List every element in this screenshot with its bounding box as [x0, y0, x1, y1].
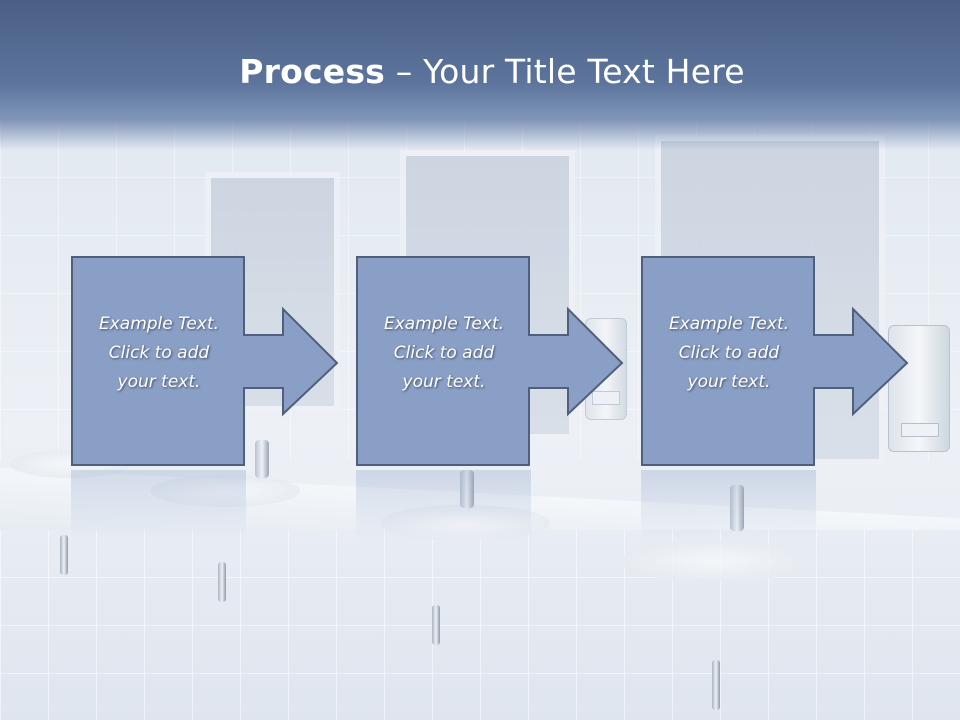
faucet	[460, 470, 474, 508]
title-rest: – Your Title Text Here	[385, 52, 745, 91]
right-arrow-icon	[71, 256, 339, 466]
step-text-line: your text.	[117, 372, 201, 392]
step-text: Example Text. Click to add your text.	[649, 310, 809, 397]
process-step-1[interactable]: Example Text. Click to add your text.	[71, 256, 341, 467]
drain-pipe	[712, 660, 720, 710]
process-step-2[interactable]: Example Text. Click to add your text.	[356, 256, 626, 467]
step-text-line: your text.	[687, 372, 771, 392]
title-bold: Process	[239, 52, 386, 91]
step-text-line: Example Text.	[668, 314, 790, 334]
faucet	[255, 440, 269, 478]
counter-front	[0, 530, 960, 720]
title-band	[0, 0, 960, 150]
right-arrow-icon	[356, 256, 624, 466]
right-arrow-icon	[641, 256, 909, 466]
process-step-3[interactable]: Example Text. Click to add your text.	[641, 256, 911, 467]
step-text-line: your text.	[402, 372, 486, 392]
step-reflection	[71, 470, 246, 540]
faucet	[730, 485, 744, 531]
page-title: Process – Your Title Text Here	[0, 52, 960, 91]
step-text-line: Example Text.	[98, 314, 220, 334]
sink	[380, 505, 550, 541]
drain-pipe	[60, 535, 68, 575]
step-reflection	[641, 470, 816, 540]
step-text-line: Example Text.	[383, 314, 505, 334]
step-text: Example Text. Click to add your text.	[364, 310, 524, 397]
step-reflection	[356, 470, 531, 540]
step-text-line: Click to add	[108, 343, 210, 363]
step-text-line: Click to add	[393, 343, 495, 363]
drain-pipe	[218, 562, 226, 602]
soap-dispenser	[888, 325, 950, 452]
step-text-line: Click to add	[678, 343, 780, 363]
drain-pipe	[432, 605, 440, 645]
step-text: Example Text. Click to add your text.	[79, 310, 239, 397]
sink	[150, 475, 300, 507]
sink	[620, 540, 810, 582]
